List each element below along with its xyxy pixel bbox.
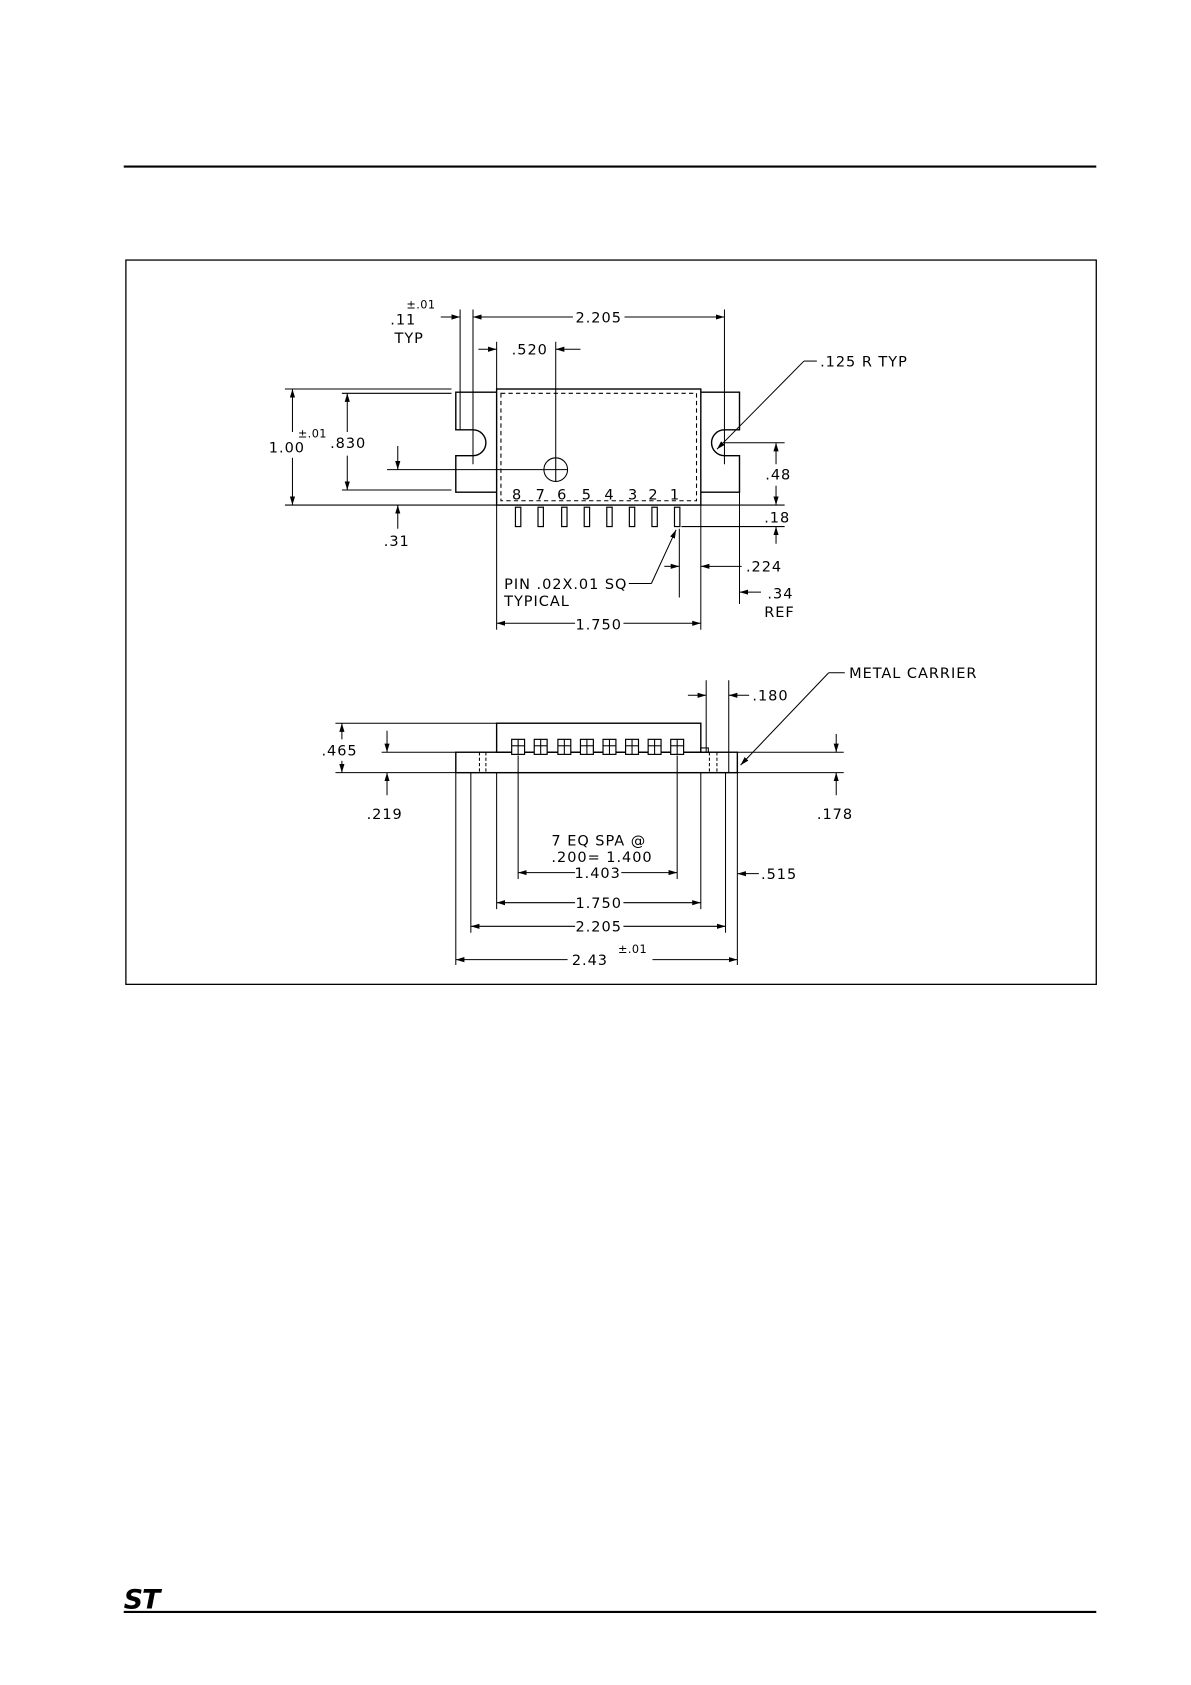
pin-lead-side <box>580 739 593 754</box>
pitch-note-line2: .200= 1.400 <box>551 850 652 866</box>
overall-length-tolerance: ±.01 <box>618 943 647 956</box>
leader-line <box>651 530 676 584</box>
pin-lead <box>652 507 657 526</box>
tab-length-note: REF <box>764 605 794 621</box>
pin-lead-side <box>512 739 525 754</box>
overall-height-tolerance: ±.01 <box>298 427 327 440</box>
top-view-pins <box>515 507 679 526</box>
slot-centers-label: 2.205 <box>576 310 622 326</box>
pin-number: 1 <box>670 488 680 504</box>
radius-callout: .125 R TYP <box>820 354 908 370</box>
overall-height-label: 1.00 <box>269 440 305 456</box>
pin-lead <box>607 507 612 526</box>
gap-label: .180 <box>752 689 788 705</box>
tab-offset-label: .515 <box>761 867 797 883</box>
overall-height-label: .465 <box>321 743 357 759</box>
top-view-drawing: .11 ±.01 TYP 2.205 .520 .125 R TYP 1.00 … <box>269 298 908 633</box>
carrier-left-label: .219 <box>367 807 403 823</box>
pin-lead-side <box>648 739 661 754</box>
pin-number: 2 <box>648 488 658 504</box>
body-width-label: 1.750 <box>576 896 622 912</box>
leader-line <box>741 673 829 765</box>
pin-number: 7 <box>536 488 546 504</box>
pin-number: 6 <box>557 488 567 504</box>
pin-number: 4 <box>604 488 614 504</box>
body-width-label: 1.750 <box>576 618 622 634</box>
carrier-callout: METAL CARRIER <box>849 666 977 682</box>
package-body-hidden-outline <box>501 393 697 500</box>
pin-lead <box>629 507 634 526</box>
pin-lead <box>674 507 679 526</box>
slot-width-label: .11 <box>390 313 416 329</box>
leader-line <box>717 361 804 449</box>
hole-offset-label: .520 <box>512 343 548 359</box>
pin-lead-side <box>558 739 571 754</box>
overall-length-label: 2.43 <box>572 953 608 969</box>
tab-length-label: .34 <box>767 587 793 603</box>
metal-carrier <box>456 752 738 772</box>
side-view-drawing: .180 METAL CARRIER .465 .219 .178 7 EQ S… <box>321 666 977 969</box>
carrier-right-label: .178 <box>817 807 853 823</box>
st-logo: ST <box>124 1585 163 1616</box>
pin-offset-label: .224 <box>746 560 782 576</box>
pin-lead <box>562 507 567 526</box>
pin-lead-side <box>671 739 684 754</box>
body-height-label: .830 <box>330 436 366 452</box>
pin-lead <box>538 507 543 526</box>
slot-height-label: .48 <box>765 467 791 483</box>
left-mounting-tab <box>456 392 497 492</box>
pin-lead <box>584 507 589 526</box>
hole-height-label: .31 <box>384 534 410 550</box>
slot-width-note: TYP <box>394 331 424 347</box>
right-mounting-tab <box>701 392 740 492</box>
pin-callout-line1: PIN .02X.01 SQ <box>504 577 627 593</box>
pin-number: 5 <box>582 488 592 504</box>
pin-lead <box>515 507 520 526</box>
pin-span-label: 1.403 <box>574 866 620 882</box>
pin-callout-line2: TYPICAL <box>503 594 570 610</box>
pin-lead-side <box>603 739 616 754</box>
pin-number: 3 <box>628 488 638 504</box>
slot-width-tolerance: ±.01 <box>406 298 435 311</box>
pin-lead-side <box>626 739 639 754</box>
slot-centers-label: 2.205 <box>576 920 622 936</box>
pitch-note-line1: 7 EQ SPA @ <box>551 834 646 850</box>
pin-height-label: .18 <box>764 510 790 526</box>
pin-lead-side <box>534 739 547 754</box>
pin-number: 8 <box>512 488 522 504</box>
